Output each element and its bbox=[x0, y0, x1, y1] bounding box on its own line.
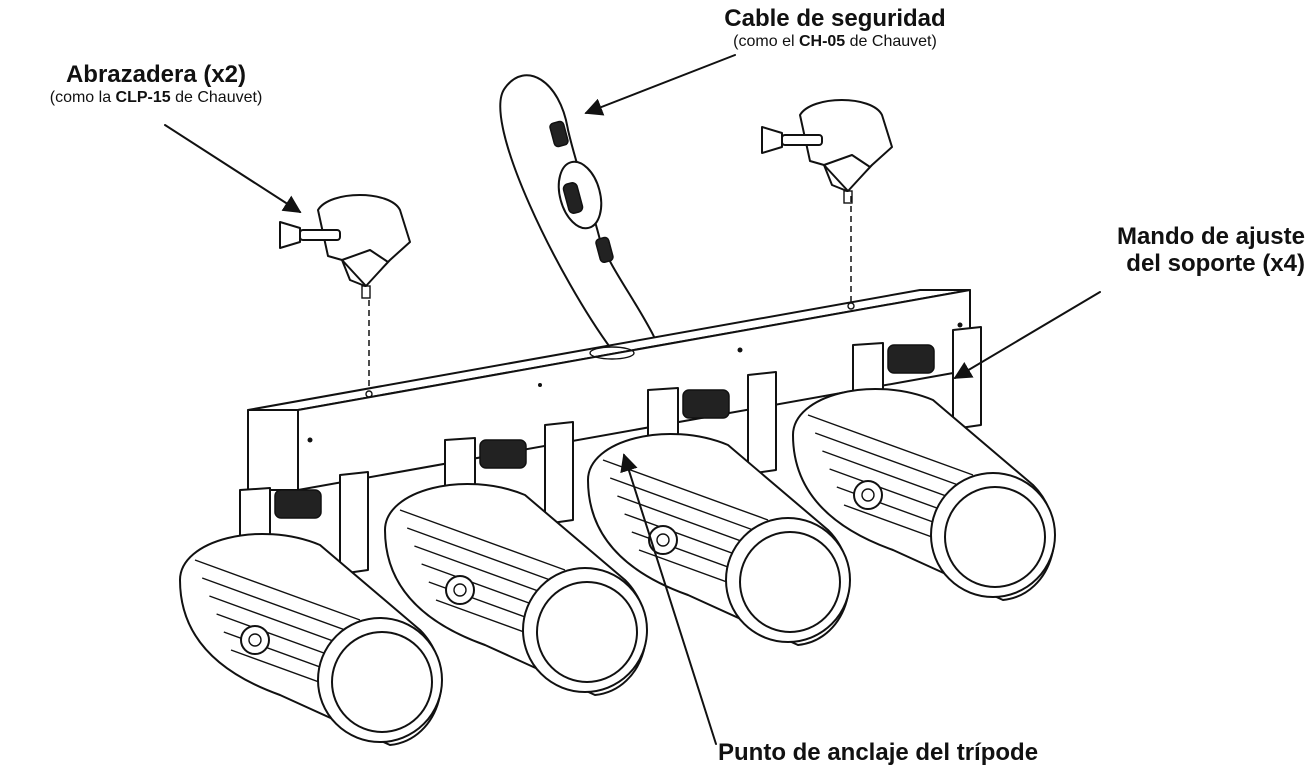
safety-cable-label: Cable de seguridad (como el CH-05 de Cha… bbox=[690, 5, 980, 51]
fixture-lens bbox=[944, 486, 1046, 588]
fixture-lens bbox=[739, 531, 841, 633]
fixture-3 bbox=[587, 371, 851, 646]
clamp-pointer-arrow bbox=[164, 124, 302, 213]
cable-label-sub-post: de Chauvet) bbox=[845, 32, 937, 50]
fixture-pivot-center bbox=[861, 488, 875, 502]
bracket-knob-label-line1: Mando de ajuste bbox=[1116, 223, 1305, 250]
safety-cable-fittings bbox=[549, 120, 614, 263]
bracket-knob-label: Mando de ajuste del soporte (x4) bbox=[1085, 223, 1305, 278]
fixture-cooling-fin bbox=[814, 432, 981, 494]
tripod-anchor-label: Punto de anclaje del trípode bbox=[718, 739, 1138, 767]
fixture-pivot-center bbox=[453, 583, 467, 597]
clamp-model-code: CLP-15 bbox=[115, 88, 171, 106]
cable-label-sub-pre: (como el bbox=[733, 32, 799, 50]
fixture-yoke-rear bbox=[339, 471, 369, 575]
fixture-cooling-fin bbox=[194, 559, 361, 621]
fixture-4 bbox=[792, 326, 1056, 601]
clamp-label-title: Abrazadera (x2) bbox=[65, 61, 247, 88]
fixtures bbox=[179, 326, 1056, 746]
fixture-pivot-knob bbox=[853, 480, 883, 510]
bracket-adjust-knob bbox=[479, 439, 527, 469]
anchor-pointer-arrow bbox=[620, 453, 717, 745]
safety-cable-label-title: Cable de seguridad bbox=[724, 5, 946, 32]
clamp-left bbox=[279, 194, 411, 299]
fixture-1 bbox=[179, 471, 443, 746]
fixture-pivot-knob bbox=[445, 575, 475, 605]
fixture-cooling-fin bbox=[609, 477, 776, 539]
clamp-right bbox=[761, 99, 893, 204]
fixture-pivot-knob bbox=[648, 525, 678, 555]
bracket-adjust-knob bbox=[887, 344, 935, 374]
fixture-cooling-fin bbox=[201, 577, 368, 639]
bracket-knob-label-line2: del soporte (x4) bbox=[1126, 249, 1305, 277]
knob-pointer-arrow bbox=[953, 291, 1101, 379]
safety-cable-label-subtitle: (como el CH-05 de Chauvet) bbox=[725, 33, 945, 51]
fixture-2 bbox=[384, 421, 648, 696]
fixture-yoke-rear bbox=[952, 326, 982, 430]
cable-pointer-arrow bbox=[584, 54, 736, 116]
fixture-pivot-center bbox=[248, 633, 262, 647]
fixture-yoke-rear bbox=[544, 421, 574, 525]
cable-model-code: CH-05 bbox=[798, 32, 846, 50]
clamp-label-subtitle: (como la CLP-15 de Chauvet) bbox=[6, 89, 306, 107]
fixture-pivot-knob bbox=[240, 625, 270, 655]
clamp-label-sub-post: de Chauvet) bbox=[170, 88, 263, 106]
clamp-label: Abrazadera (x2) (como la CLP-15 de Chauv… bbox=[6, 61, 306, 107]
fixture-lens bbox=[536, 581, 638, 683]
bracket-adjust-knob bbox=[682, 389, 730, 419]
fixture-lens bbox=[331, 631, 433, 733]
clamp-label-sub-pre: (como la bbox=[49, 88, 116, 106]
fixture-yoke-rear bbox=[747, 371, 777, 475]
fixture-cooling-fin bbox=[399, 509, 566, 571]
fixture-pivot-center bbox=[656, 533, 670, 547]
fixture-cooling-fin bbox=[807, 414, 974, 476]
fixture-cooling-fin bbox=[406, 527, 573, 589]
tripod-anchor-label-title: Punto de anclaje del trípode bbox=[718, 739, 1039, 766]
bracket-adjust-knob bbox=[274, 489, 322, 519]
